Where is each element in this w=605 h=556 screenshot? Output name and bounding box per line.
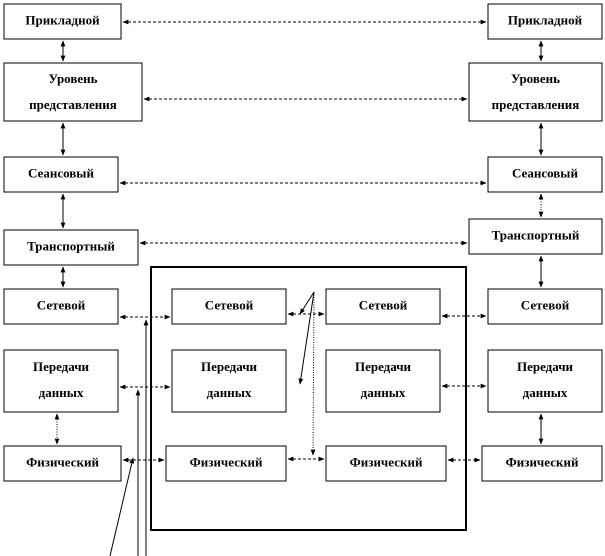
left-datalink-box: Передачи данных <box>3 349 119 413</box>
fan-line-to-physical <box>310 291 316 456</box>
svg-text:данных: данных <box>39 385 84 400</box>
svg-text:Уровень: Уровень <box>48 71 97 86</box>
right-session-box: Сеансовый <box>487 156 603 193</box>
svg-text:Физический: Физический <box>26 454 99 469</box>
svg-text:Транспортный: Транспортный <box>27 238 115 253</box>
svg-text:представления: представления <box>492 97 580 112</box>
svg-text:данных: данных <box>207 385 252 400</box>
svg-text:Прикладной: Прикладной <box>508 12 583 27</box>
svg-text:Передачи: Передачи <box>517 359 574 374</box>
svg-text:Транспортный: Транспортный <box>492 227 580 242</box>
fan-line-to-datalink <box>298 291 315 385</box>
svg-text:Передачи: Передачи <box>201 359 258 374</box>
svg-text:Сетевой: Сетевой <box>359 297 408 312</box>
left-transport-box: Транспортный <box>3 229 139 266</box>
relay-left-physical-box: Физический <box>165 445 287 482</box>
left-presentation-box: Уровень представления <box>3 62 143 122</box>
right-application-box: Прикладной <box>487 3 603 40</box>
svg-text:Сеансовый: Сеансовый <box>28 165 94 180</box>
relay-left-network-box: Сетевой <box>171 288 287 325</box>
svg-text:Прикладной: Прикладной <box>25 12 100 27</box>
right-transport-box: Транспортный <box>468 218 603 255</box>
right-presentation-box: Уровень представления <box>468 62 603 122</box>
relay-node-frame <box>150 266 467 531</box>
left-network-box: Сетевой <box>3 288 119 325</box>
svg-text:Передачи: Передачи <box>33 359 90 374</box>
svg-text:Физический: Физический <box>190 454 263 469</box>
svg-text:Физический: Физический <box>350 454 423 469</box>
svg-text:Сетевой: Сетевой <box>37 297 86 312</box>
svg-text:данных: данных <box>523 385 568 400</box>
left-application-box: Прикладной <box>3 3 122 40</box>
left-physical-box: Физический <box>3 445 122 482</box>
fan-line-to-network <box>299 291 315 315</box>
relay-right-datalink-box: Передачи данных <box>325 349 441 413</box>
relay-right-physical-box: Физический <box>325 445 447 482</box>
relay-left-datalink-box: Передачи данных <box>171 349 287 413</box>
right-network-box: Сетевой <box>487 288 603 325</box>
relay-right-network-box: Сетевой <box>325 288 441 325</box>
svg-text:Передачи: Передачи <box>355 359 412 374</box>
svg-text:Сетевой: Сетевой <box>205 297 254 312</box>
svg-text:данных: данных <box>361 385 406 400</box>
svg-text:представления: представления <box>29 97 117 112</box>
svg-text:Уровень: Уровень <box>511 71 560 86</box>
svg-text:Сетевой: Сетевой <box>521 297 570 312</box>
left-session-box: Сеансовый <box>3 156 119 193</box>
pointer-to-physical <box>109 457 135 556</box>
svg-text:Физический: Физический <box>506 454 579 469</box>
right-datalink-box: Передачи данных <box>487 349 603 413</box>
svg-text:Сеансовый: Сеансовый <box>512 165 578 180</box>
right-physical-box: Физический <box>481 445 603 482</box>
